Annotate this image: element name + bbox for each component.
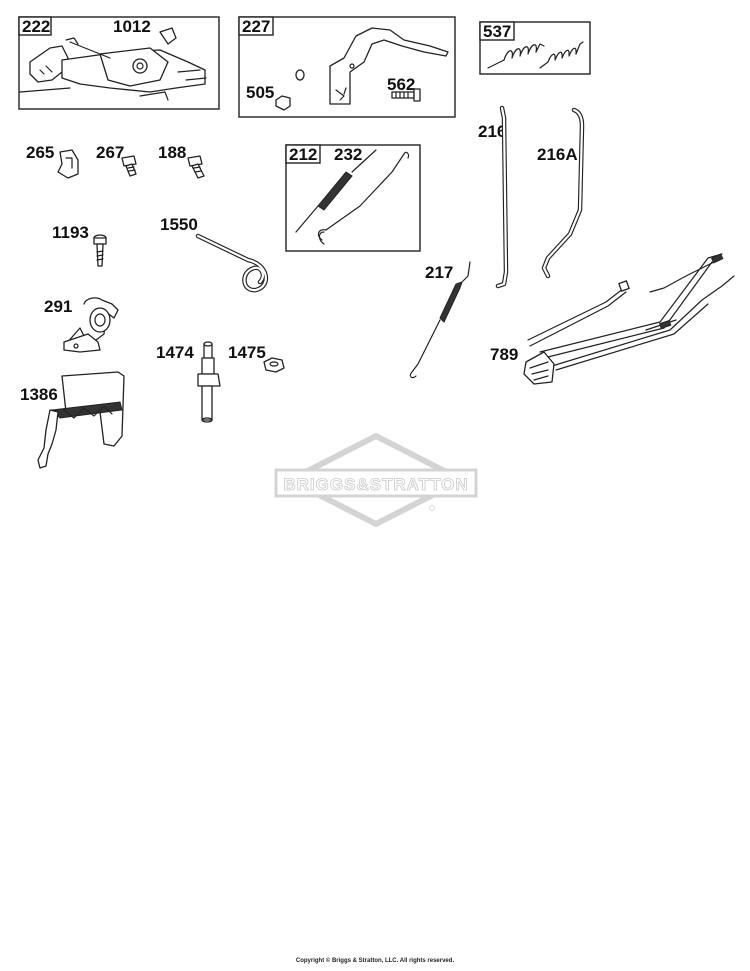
label-1012: 1012 — [113, 17, 151, 36]
label-291: 291 — [44, 297, 72, 316]
link-232-part — [295, 149, 410, 245]
nut-1475-part — [263, 357, 285, 373]
label-216: 216 — [478, 122, 506, 141]
label-1193: 1193 — [52, 223, 89, 242]
rod-216-part — [495, 105, 509, 289]
label-232: 232 — [334, 145, 362, 164]
box-227: 227 505 562 — [238, 16, 456, 118]
label-537: 537 — [483, 22, 511, 41]
box-222: 222 1012 — [18, 16, 220, 110]
label-562: 562 — [387, 75, 415, 94]
lever-291-part — [63, 297, 119, 353]
label-227: 227 — [242, 17, 270, 36]
box-537: 537 — [479, 21, 591, 75]
label-1475: 1475 — [228, 343, 266, 362]
label-212: 212 — [289, 145, 317, 164]
cable-789-part — [523, 253, 735, 385]
label-505: 505 — [246, 83, 274, 102]
screw-188-part — [187, 155, 205, 179]
spring-1550-part — [195, 233, 269, 293]
watermark-text: BRIGGS&STRATTON — [283, 475, 468, 494]
spring-537-part — [487, 41, 584, 69]
label-265: 265 — [26, 143, 54, 162]
label-1386: 1386 — [20, 385, 58, 404]
brand-watermark: BRIGGS&STRATTON — [274, 433, 478, 527]
screw-267-part — [121, 155, 137, 177]
label-1550: 1550 — [160, 215, 198, 234]
label-217: 217 — [425, 263, 453, 282]
label-222: 222 — [22, 17, 50, 36]
shaft-1474-part — [197, 341, 221, 423]
label-1474: 1474 — [156, 343, 194, 362]
copyright-notice: Copyright © Briggs & Stratton, LLC. All … — [295, 958, 455, 964]
control-bracket-part — [19, 27, 207, 101]
air-vane-1386-part — [37, 371, 125, 469]
bolt-1193-part — [93, 234, 107, 267]
rod-216a-part — [541, 107, 585, 279]
spring-217-part — [409, 261, 471, 379]
label-188: 188 — [158, 143, 186, 162]
box-212: 212 232 — [285, 144, 421, 252]
label-789: 789 — [490, 345, 518, 364]
bracket-227-part — [275, 27, 449, 111]
label-216a: 216A — [537, 145, 578, 164]
clip-265-part — [57, 149, 79, 179]
label-267: 267 — [96, 143, 124, 162]
